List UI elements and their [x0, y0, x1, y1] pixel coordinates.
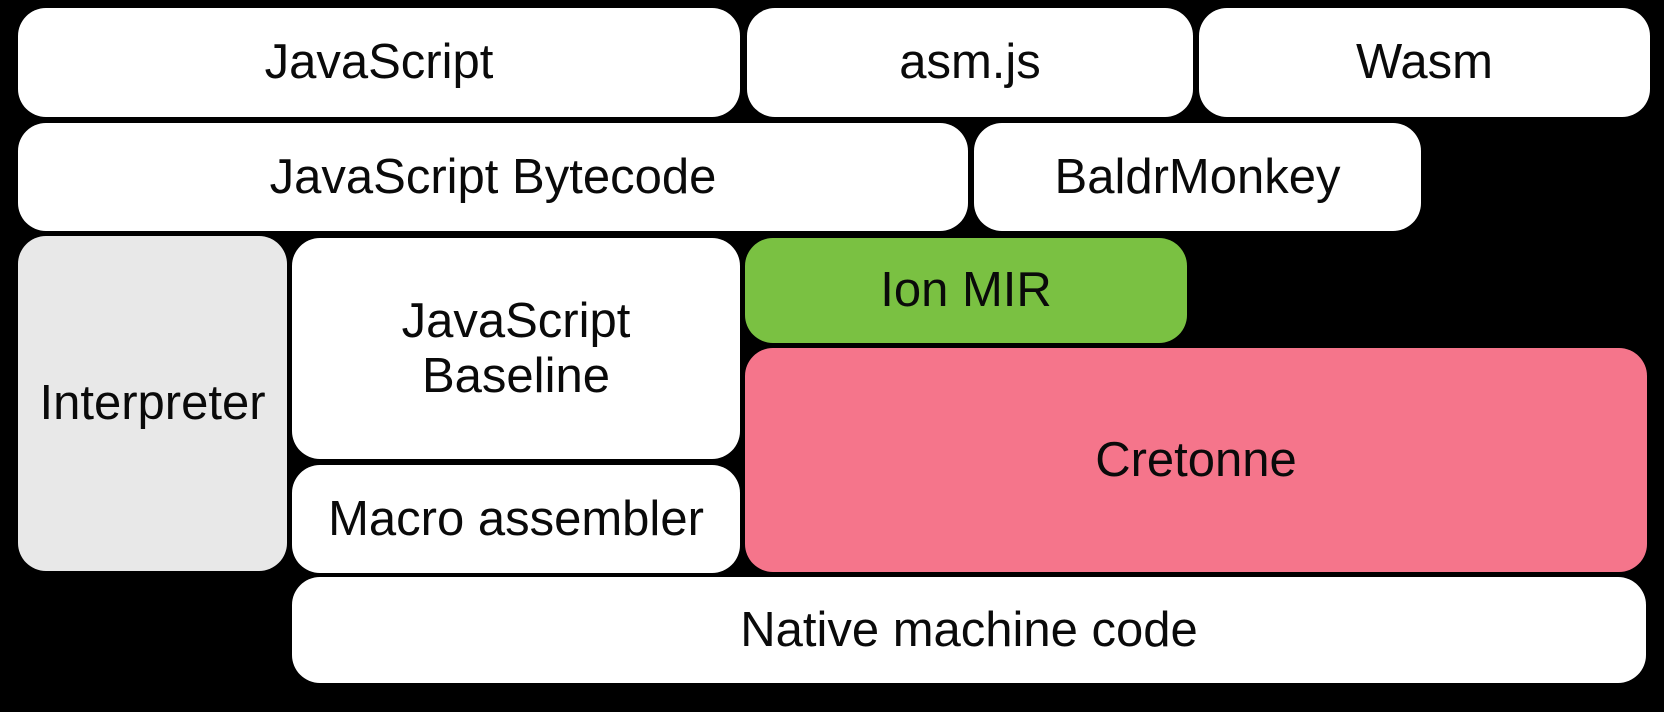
box-macro-assembler-label: Macro assembler	[328, 491, 704, 546]
box-ion-mir: Ion MIR	[745, 238, 1187, 343]
box-javascript-bytecode-label: JavaScript Bytecode	[269, 149, 717, 204]
box-cretonne: Cretonne	[745, 348, 1647, 572]
box-javascript-baseline-line2: Baseline	[422, 348, 610, 403]
box-native-machine-code: Native machine code	[292, 577, 1646, 683]
box-javascript-baseline-label: JavaScript Baseline	[402, 294, 631, 404]
box-javascript: JavaScript	[18, 8, 740, 117]
box-javascript-baseline-line1: JavaScript	[401, 293, 631, 348]
box-interpreter: Interpreter	[18, 236, 287, 571]
box-asmjs: asm.js	[747, 8, 1193, 117]
box-javascript-baseline: JavaScript Baseline	[292, 238, 740, 459]
box-cretonne-label: Cretonne	[1095, 432, 1297, 487]
box-javascript-bytecode: JavaScript Bytecode	[18, 123, 968, 231]
box-ion-mir-label: Ion MIR	[880, 263, 1052, 318]
box-baldrmonkey: BaldrMonkey	[974, 123, 1421, 231]
box-native-machine-code-label: Native machine code	[740, 602, 1198, 657]
box-macro-assembler: Macro assembler	[292, 465, 740, 573]
box-wasm-label: Wasm	[1356, 35, 1493, 90]
box-baldrmonkey-label: BaldrMonkey	[1054, 149, 1341, 204]
box-interpreter-label: Interpreter	[39, 376, 266, 431]
box-asmjs-label: asm.js	[899, 35, 1041, 90]
box-wasm: Wasm	[1199, 8, 1650, 117]
box-javascript-label: JavaScript	[264, 35, 494, 90]
